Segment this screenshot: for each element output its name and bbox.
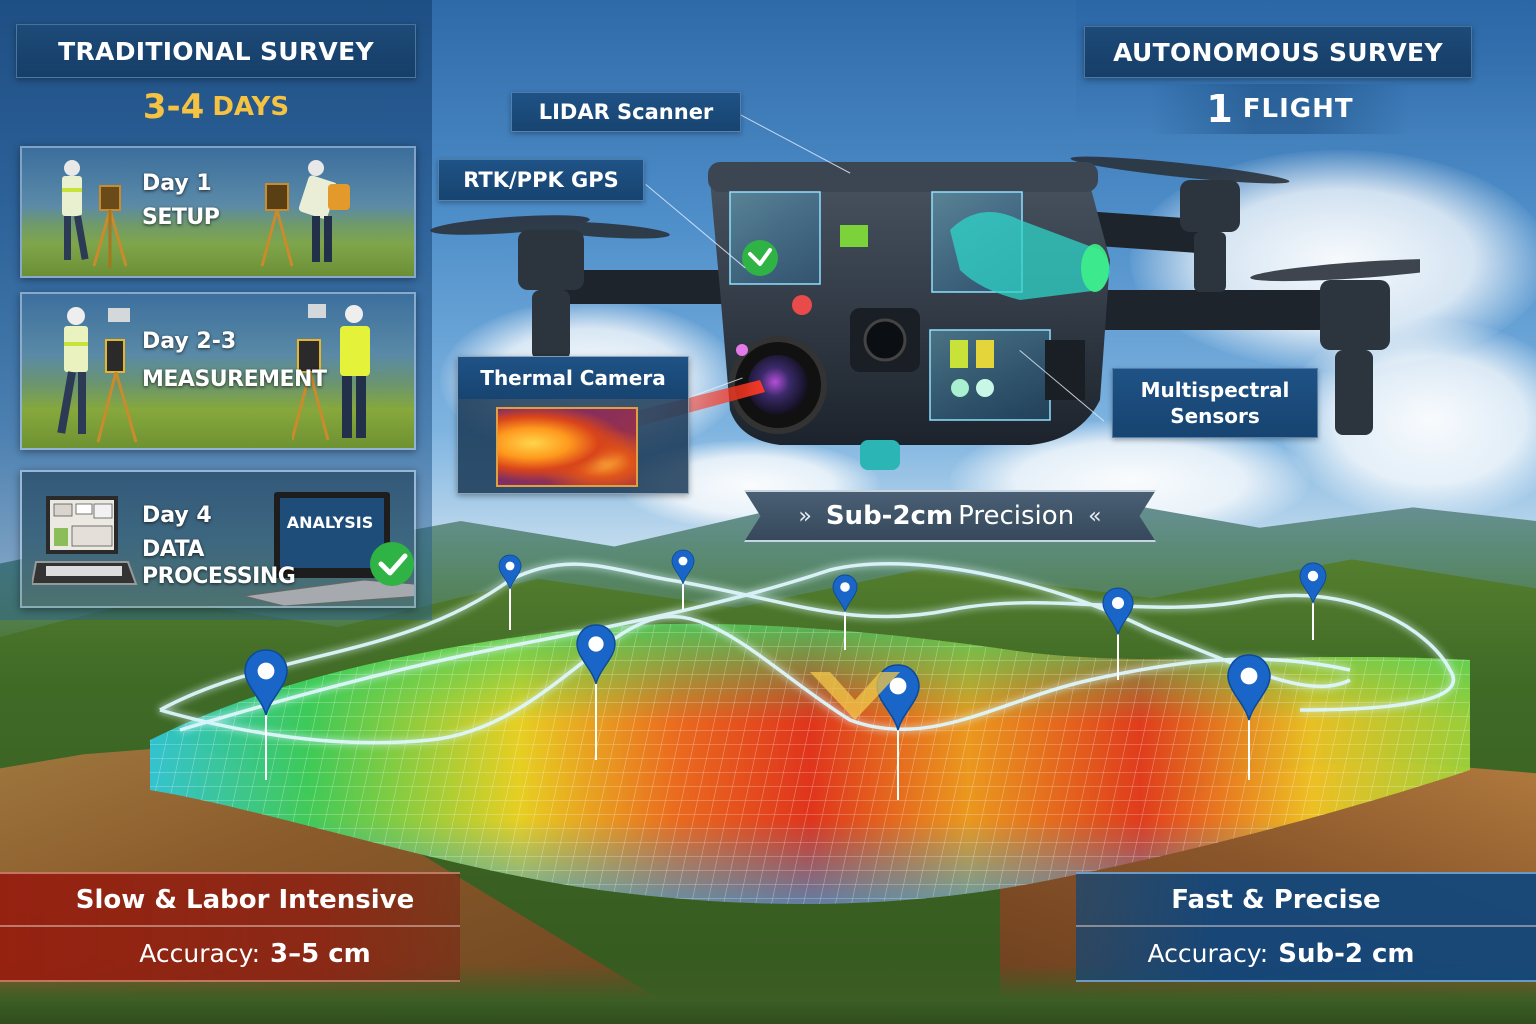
callout-lidar-scanner: LIDAR Scanner: [511, 92, 741, 132]
desktop-computer-icon: [32, 496, 138, 585]
thermal-image-preview: [496, 407, 638, 487]
surveyor-tripod-icon: [62, 160, 128, 268]
step-card-day-1: Day 1 SETUP: [20, 146, 416, 278]
traditional-survey-title: TRADITIONAL SURVEY: [16, 24, 416, 78]
accuracy-value: 3–5 cm: [270, 938, 371, 969]
traditional-duration: 3-4 DAYS: [0, 84, 432, 130]
duration-number: 1: [1206, 87, 1233, 131]
survey-drone-illustration: [430, 156, 1420, 470]
step-card-day-4: ANALYSIS Day 4 DATA PROCESSING: [20, 470, 416, 608]
thermal-camera-callout: Thermal Camera: [457, 356, 689, 494]
precision-text: Sub-2cm Precision: [826, 501, 1074, 531]
surveyor-total-station-icon: [57, 307, 138, 443]
surveyor-total-station-icon: [292, 304, 370, 441]
autonomous-duration: 1 FLIGHT: [1150, 84, 1410, 134]
chevron-left-icon: «: [1088, 503, 1102, 529]
step-text: Day 2-3 MEASUREMENT: [142, 328, 327, 393]
duration-unit: FLIGHT: [1242, 94, 1354, 124]
step-text: Day 1 SETUP: [142, 170, 220, 231]
precision-value: Sub-2cm: [825, 501, 954, 531]
summary-headline: Slow & Labor Intensive: [0, 874, 460, 928]
laptop-check-icon: [244, 492, 414, 606]
surveyor-tripod-icon: [260, 160, 350, 267]
summary-headline: Fast & Precise: [1076, 874, 1536, 928]
step-day: Day 1: [142, 171, 212, 196]
step-day: Day 2-3: [142, 329, 237, 354]
step-task-line2: PROCESSING: [142, 564, 296, 589]
chevron-right-icon: »: [798, 503, 812, 529]
step-task: MEASUREMENT: [142, 366, 327, 392]
callout-line2: Sensors: [1170, 404, 1260, 428]
callout-line1: Multispectral: [1140, 378, 1290, 402]
traditional-summary-band: Slow & Labor Intensive Accuracy: 3–5 cm: [0, 872, 460, 982]
analysis-screen-label: ANALYSIS: [286, 512, 374, 532]
duration-number: 3-4: [142, 87, 205, 127]
accuracy-label: Accuracy:: [139, 939, 260, 969]
autonomous-survey-title: AUTONOMOUS SURVEY: [1084, 26, 1472, 78]
precision-banner: » Sub-2cm Precision «: [744, 490, 1156, 542]
accuracy-label: Accuracy:: [1147, 939, 1269, 969]
terrain-heatmap-model: [150, 561, 1470, 920]
callout-rtk-ppk-gps: RTK/PPK GPS: [438, 159, 644, 201]
step-task-line1: DATA: [142, 536, 204, 562]
accuracy-row: Accuracy: 3–5 cm: [0, 927, 460, 980]
accuracy-value: Sub-2 cm: [1278, 938, 1415, 969]
step-card-day-2-3: Day 2-3 MEASUREMENT: [20, 292, 416, 450]
accuracy-row: Accuracy: Sub-2 cm: [1076, 927, 1536, 980]
step-task: SETUP: [142, 204, 220, 230]
autonomous-summary-band: Fast & Precise Accuracy: Sub-2 cm: [1076, 872, 1536, 982]
callout-thermal-camera: Thermal Camera: [458, 357, 688, 399]
precision-label: Precision: [958, 501, 1075, 531]
callout-multispectral-sensors: Multispectral Sensors: [1112, 368, 1318, 438]
duration-unit: DAYS: [212, 92, 290, 122]
step-text: Day 4 DATA PROCESSING: [142, 502, 296, 591]
step-day: Day 4: [142, 503, 212, 528]
cloud: [1280, 320, 1536, 520]
